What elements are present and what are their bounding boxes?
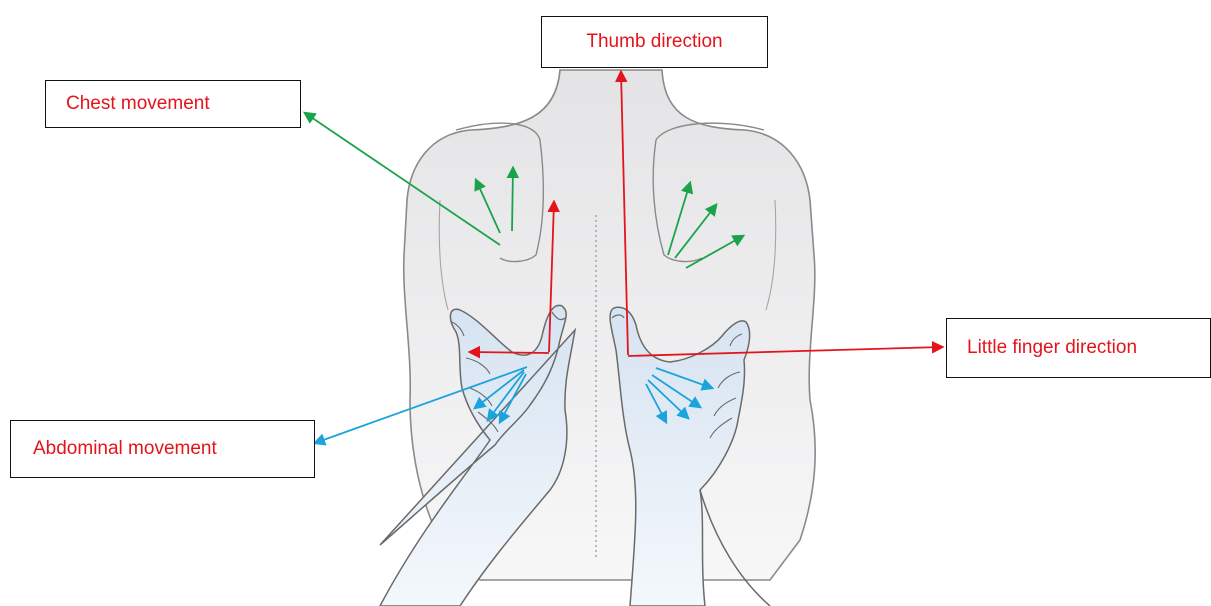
little-finger-direction-label: Little finger direction bbox=[967, 337, 1137, 359]
little-finger-arrow-left bbox=[470, 352, 549, 353]
thumb-direction-label-box: Thumb direction bbox=[541, 16, 768, 68]
thumb-direction-label: Thumb direction bbox=[586, 31, 722, 53]
chest-movement-label-box: Chest movement bbox=[45, 80, 301, 128]
abdominal-movement-label: Abdominal movement bbox=[33, 438, 217, 460]
chest-arrow-l2 bbox=[512, 168, 513, 231]
abdominal-movement-label-box: Abdominal movement bbox=[10, 420, 315, 478]
little-finger-direction-label-box: Little finger direction bbox=[946, 318, 1211, 378]
chest-movement-label: Chest movement bbox=[66, 93, 210, 115]
